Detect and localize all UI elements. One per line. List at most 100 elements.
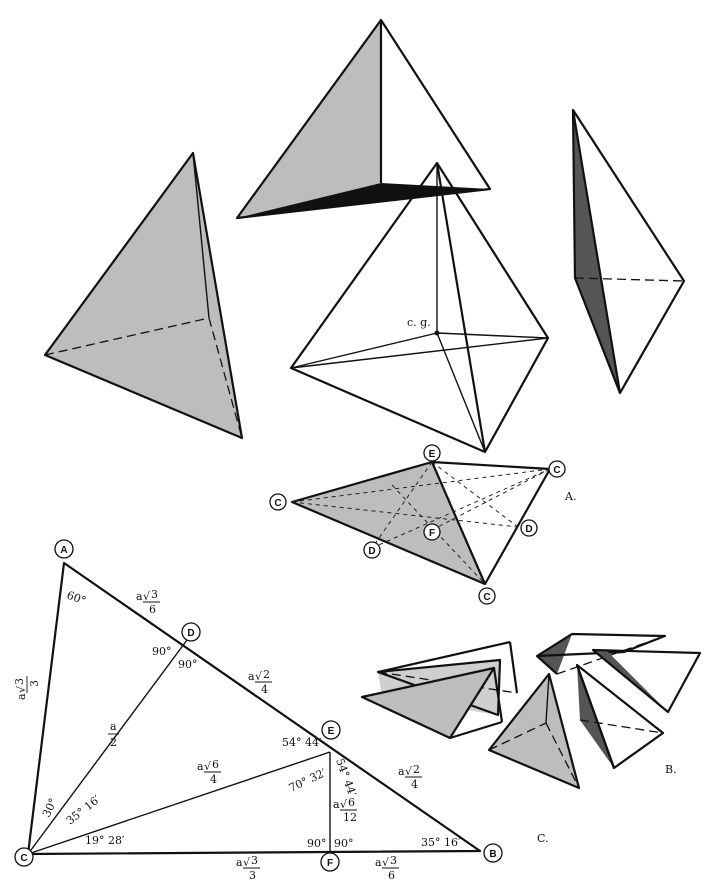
piece-b-4-edge <box>536 655 558 675</box>
base-fold-4 <box>431 461 519 528</box>
vertex-f-center: F <box>423 523 441 541</box>
left-tetra-hidden-edge-2 <box>208 317 243 439</box>
piece-b-4-dark-face <box>537 634 572 674</box>
svg-text:a: a <box>236 856 243 869</box>
length-cf: a √ 3 3 <box>236 854 260 882</box>
svg-text:B: B <box>489 849 496 860</box>
length-eb: a √ 2 4 <box>398 763 422 791</box>
base-fold-2 <box>291 501 519 528</box>
right-slim-tetrahedron <box>571 108 686 395</box>
angle-e-right: 54° 44′ <box>333 757 359 799</box>
svg-text:3: 3 <box>28 680 41 687</box>
vertex-c-left: C <box>269 493 287 511</box>
vertex-a: A <box>54 539 74 559</box>
left-shaded-tetrahedron <box>43 151 244 440</box>
base-fold-5 <box>371 468 551 549</box>
svg-text:a: a <box>136 590 143 603</box>
top-piece-dark-face <box>237 183 490 218</box>
angle-b: 35° 16′ <box>421 836 461 849</box>
svg-text:3: 3 <box>151 588 158 601</box>
svg-text:√: √ <box>405 765 413 778</box>
base-center-edge <box>430 461 487 585</box>
svg-text:a: a <box>398 765 405 778</box>
piece-b-1-edge-2 <box>508 641 519 694</box>
svg-text:√: √ <box>382 856 390 869</box>
svg-text:D: D <box>368 546 375 557</box>
svg-text:2: 2 <box>110 736 117 749</box>
angle-c-low: 19° 28′ <box>85 834 125 847</box>
center-tetra-front-edge <box>435 162 487 453</box>
vertex-e-top: E <box>423 444 441 462</box>
left-tetra-face <box>45 153 242 438</box>
base-fold-7 <box>431 468 551 531</box>
figure-a-label: A. <box>564 490 576 503</box>
center-tetra-median-2 <box>436 332 549 339</box>
base-fold-1 <box>291 468 551 503</box>
left-tetra-outline <box>43 151 244 440</box>
svg-text:3: 3 <box>251 854 258 867</box>
piece-b-2 <box>360 666 504 740</box>
triangle-acb <box>26 561 482 856</box>
figure-b-label: B. <box>665 763 677 776</box>
figure-a: c. g. C E <box>43 18 686 605</box>
piece-b-3 <box>487 672 581 790</box>
piece-b-1-edge-1 <box>377 640 511 674</box>
svg-text:a: a <box>15 693 28 700</box>
center-wire-tetrahedron: c. g. <box>289 161 550 454</box>
piece-b-6-front-edge <box>575 664 616 769</box>
svg-text:6: 6 <box>348 796 355 809</box>
center-tetra-median-3 <box>436 332 486 453</box>
vertex-d-low: D <box>363 541 381 559</box>
vertex-f: F <box>320 852 340 872</box>
center-tetra-median-1 <box>290 332 438 369</box>
piece-b-5 <box>591 648 702 714</box>
angle-e-top: 54° 44′ <box>282 736 322 749</box>
base-fold-3 <box>371 461 433 549</box>
svg-text:3: 3 <box>249 869 256 882</box>
base-shaded-face <box>292 462 485 584</box>
length-cd: a 2 <box>108 720 119 749</box>
piece-b-2-outline <box>360 666 496 740</box>
svg-text:√: √ <box>15 685 28 693</box>
vertex-d: D <box>181 622 201 642</box>
svg-text:C: C <box>274 498 281 509</box>
vertex-e: E <box>321 720 341 740</box>
svg-text:a: a <box>333 798 340 811</box>
svg-text:E: E <box>328 726 335 737</box>
svg-text:4: 4 <box>411 778 418 791</box>
svg-text:6: 6 <box>388 869 395 882</box>
length-ce: a √ 6 4 <box>197 758 221 786</box>
left-tetra-inner-edge <box>192 152 210 319</box>
svg-text:12: 12 <box>343 811 357 824</box>
svg-text:C: C <box>553 465 560 476</box>
svg-text:A: A <box>60 545 67 556</box>
length-ad: a √ 3 6 <box>136 588 160 616</box>
svg-text:F: F <box>327 858 333 869</box>
svg-text:3: 3 <box>390 854 397 867</box>
angle-a: 60° <box>65 589 88 608</box>
svg-text:√: √ <box>143 590 151 603</box>
length-ef: a √ 6 12 <box>333 796 357 824</box>
svg-text:6: 6 <box>149 603 156 616</box>
piece-b-3-face <box>489 674 579 788</box>
svg-text:D: D <box>525 524 532 535</box>
length-ac: a √ 3 3 <box>13 676 41 700</box>
svg-text:4: 4 <box>261 683 268 696</box>
angle-f-right: 90° <box>334 837 354 850</box>
vertex-b: B <box>483 843 503 863</box>
vertex-c: C <box>14 847 34 867</box>
angle-d-left: 90° <box>152 645 172 658</box>
svg-text:2: 2 <box>413 763 420 776</box>
svg-text:6: 6 <box>212 758 219 771</box>
segment-ce <box>27 751 331 855</box>
svg-text:C: C <box>483 592 490 603</box>
vertex-d-right: D <box>520 519 538 537</box>
svg-text:a: a <box>197 760 204 773</box>
piece-b-2-edge-2 <box>449 720 503 740</box>
right-piece-front-edge <box>571 109 622 394</box>
svg-text:D: D <box>187 628 194 639</box>
angle-f-left: 90° <box>307 837 327 850</box>
base-layout: C E C D F D C <box>269 444 566 605</box>
top-piece-outline <box>235 18 492 220</box>
